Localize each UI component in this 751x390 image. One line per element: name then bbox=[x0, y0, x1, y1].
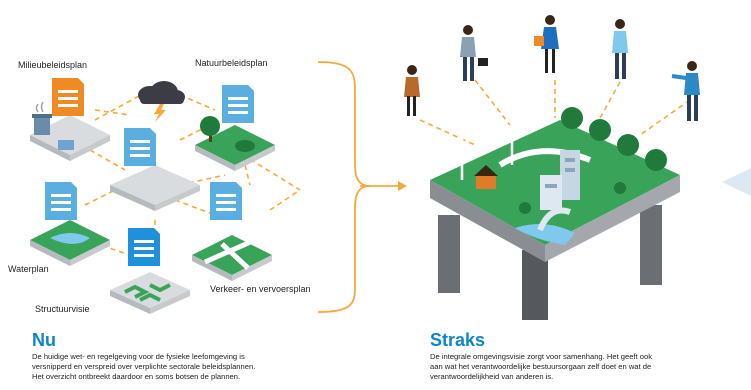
later-description-line: De integrale omgevingsvisie zorgt voor s… bbox=[430, 352, 653, 361]
box-icon bbox=[58, 140, 74, 150]
now-heading: Nu bbox=[32, 330, 56, 350]
later-description: De integrale omgevingsvisie zorgt voor s… bbox=[430, 352, 730, 382]
person-icon bbox=[612, 19, 628, 79]
fragmented-plans-diagram bbox=[30, 61, 407, 314]
structure-vision-tile bbox=[110, 228, 190, 314]
person-icon bbox=[404, 65, 420, 116]
trash-bin-icon bbox=[32, 101, 52, 135]
document-icon bbox=[222, 85, 254, 123]
hedge-icon bbox=[235, 140, 255, 152]
now-description-line: Het overzicht ontbreekt daardoor en soms… bbox=[32, 372, 241, 381]
later-description-line: verantwoordelijkheid van anderen is. bbox=[430, 372, 554, 381]
central-plan-tile bbox=[110, 128, 200, 211]
person-icon bbox=[534, 15, 559, 73]
water-plan-tile bbox=[30, 182, 110, 266]
tree-icon bbox=[200, 116, 220, 142]
next-arrow-icon bbox=[722, 168, 751, 196]
briefcase-icon bbox=[534, 36, 544, 46]
building-icon bbox=[540, 150, 580, 210]
wind-turbine-icon bbox=[448, 107, 479, 180]
table-legs bbox=[438, 205, 662, 320]
road-icon bbox=[498, 148, 592, 168]
road-junction-icon bbox=[203, 237, 257, 270]
house-icon bbox=[474, 165, 498, 189]
traffic-plan-label: Verkeer- en vervoersplan bbox=[210, 284, 311, 294]
bridge-icon bbox=[537, 207, 571, 232]
environment-plan-tile bbox=[30, 78, 110, 161]
traffic-plan-tile bbox=[192, 182, 272, 281]
storm-cloud-icon bbox=[138, 81, 185, 122]
person-icon bbox=[671, 61, 700, 121]
arrow-right-icon bbox=[398, 181, 407, 191]
now-description-line: De huidige wet- en regelgeving voor de f… bbox=[32, 352, 245, 361]
document-icon bbox=[45, 182, 77, 220]
person-icon bbox=[460, 25, 488, 81]
tree-icon bbox=[519, 107, 667, 214]
later-description-line: aan wat het verantwoordelijke bestuursor… bbox=[430, 362, 652, 371]
now-description-line: versnipperd en verspreid over verplichte… bbox=[32, 362, 256, 371]
document-icon bbox=[210, 182, 242, 220]
nature-plan-label: Natuurbeleidsplan bbox=[195, 58, 268, 68]
document-icon bbox=[128, 228, 160, 266]
integrated-vision-diagram bbox=[404, 15, 751, 320]
later-heading: Straks bbox=[430, 330, 486, 350]
now-description: De huidige wet- en regelgeving voor de f… bbox=[32, 352, 332, 382]
document-icon bbox=[52, 78, 84, 116]
lightning-icon bbox=[154, 104, 166, 122]
grouping-brace bbox=[317, 61, 371, 313]
water-icon bbox=[515, 224, 575, 245]
stakeholder-connectors bbox=[419, 79, 691, 146]
plan-connectors bbox=[84, 89, 301, 256]
environment-plan-label: Milieubeleidsplan bbox=[18, 60, 88, 70]
structure-vision-label: Structuurvisie bbox=[35, 304, 90, 314]
water-plan-label: Waterplan bbox=[8, 264, 49, 274]
briefcase-icon bbox=[478, 58, 488, 66]
nature-plan-tile bbox=[195, 85, 275, 171]
maze-icon bbox=[124, 283, 171, 302]
pond-icon bbox=[50, 233, 90, 244]
document-icon bbox=[124, 128, 156, 166]
wind-turbine-icon bbox=[500, 87, 529, 165]
